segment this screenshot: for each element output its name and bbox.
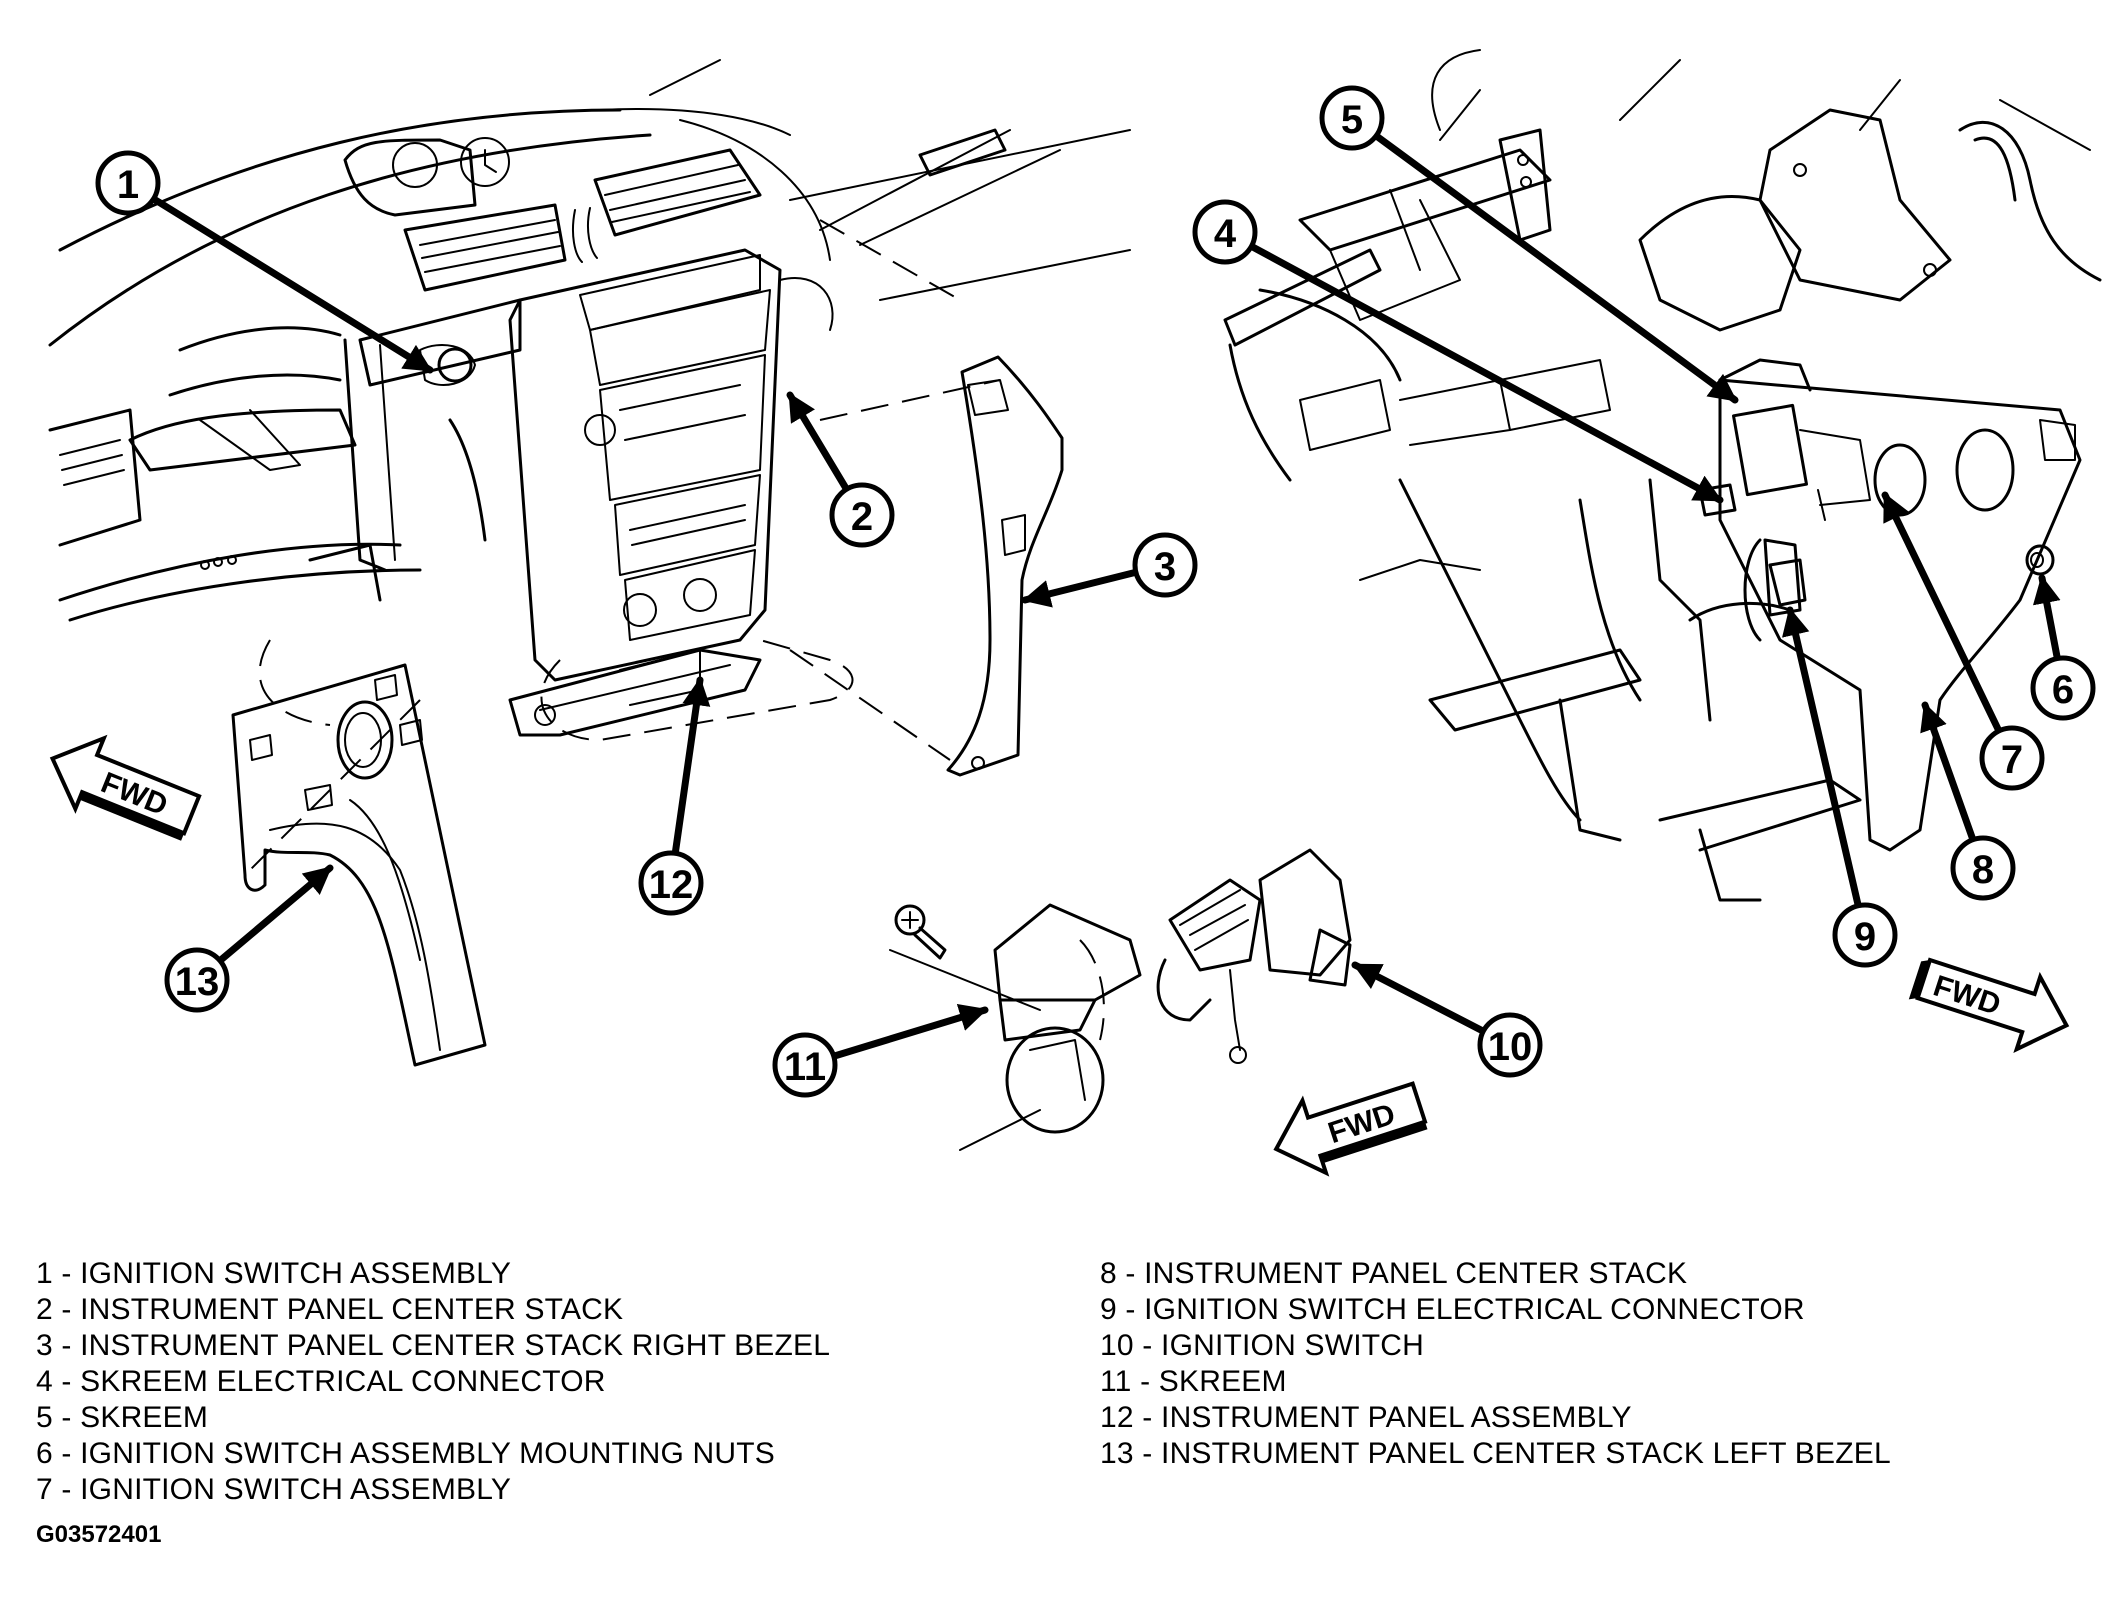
callout-circle xyxy=(772,1032,838,1098)
callout-12: 12INSTRUMENT PANEL ASSEMBLY xyxy=(638,676,711,916)
callout-number: 10 xyxy=(1488,1025,1533,1069)
callout-number: 13 xyxy=(175,960,220,1004)
callout-leader-arrow xyxy=(1372,132,1739,404)
callout-circle xyxy=(1832,902,1898,968)
callout-10: 10IGNITION SWITCH xyxy=(1351,961,1543,1078)
callout-leader-arrow xyxy=(2032,574,2061,663)
legend-item: 9 - IGNITION SWITCH ELECTRICAL CONNECTOR xyxy=(1100,1293,1805,1326)
callout-leader-arrow xyxy=(671,676,711,857)
callout-leader-arrow xyxy=(1920,701,1977,844)
callout-leader-arrow xyxy=(1021,568,1140,608)
callout-circle xyxy=(1950,835,2016,901)
legend-item: 5 - SKREEM xyxy=(36,1401,209,1434)
callout-circle xyxy=(1192,199,1258,265)
callout-circle xyxy=(2030,655,2096,721)
callout-circle xyxy=(1477,1012,1543,1078)
callout-leader-arrow xyxy=(150,195,434,374)
legend-item: 13 - INSTRUMENT PANEL CENTER STACK LEFT … xyxy=(1100,1437,1891,1470)
legend-item: 3 - INSTRUMENT PANEL CENTER STACK RIGHT … xyxy=(36,1329,831,1362)
callout-leader-arrow xyxy=(830,1003,989,1060)
callout-number: 1 xyxy=(117,163,139,207)
callout-1: 1IGNITION SWITCH ASSEMBLY xyxy=(95,150,434,374)
callout-7: 7IGNITION SWITCH ASSEMBLY xyxy=(1881,491,2045,791)
callout-circle xyxy=(1319,85,1385,151)
callout-circle xyxy=(1979,725,2045,791)
callout-leader-arrow xyxy=(1351,961,1487,1035)
callout-layer: 1IGNITION SWITCH ASSEMBLY 2INSTRUMENT PAN… xyxy=(95,85,2096,1098)
callout-number: 9 xyxy=(1854,915,1876,959)
callout-4: 4SKREEM ELECTRICAL CONNECTOR xyxy=(1192,199,1724,504)
callout-leader-arrow xyxy=(1881,491,2003,735)
fwd-arrow-right: FWD xyxy=(1908,957,2070,1053)
callout-circle xyxy=(95,150,161,216)
legend-item: 12 - INSTRUMENT PANEL ASSEMBLY xyxy=(1100,1401,1632,1434)
callout-11: 11SKREEM xyxy=(772,1003,989,1098)
legend-item: 2 - INSTRUMENT PANEL CENTER STACK xyxy=(36,1293,624,1326)
legend-item: 10 - IGNITION SWITCH xyxy=(1100,1329,1425,1362)
callout-number: 5 xyxy=(1341,98,1363,142)
callout-6: 6IGNITION SWITCH ASSEMBLY MOUNTING NUTS xyxy=(2030,574,2096,721)
center-stack-right-bezel xyxy=(946,355,1064,777)
callout-2: 2INSTRUMENT PANEL CENTER STACK xyxy=(786,391,895,548)
callout-circle xyxy=(829,482,895,548)
callout-circle xyxy=(164,947,230,1013)
callout-number: 8 xyxy=(1972,848,1994,892)
callout-leader-arrow xyxy=(786,391,851,493)
fwd-arrow-bottom: FWD xyxy=(1273,1081,1428,1177)
callout-9: 9IGNITION SWITCH ELECTRICAL CONNECTOR xyxy=(1782,606,1898,968)
under-dash-view xyxy=(1223,49,2102,902)
exploded-view-illustration: FWD FWD FWD 1IGNITION SWITCH ASSEMBLY 2IN… xyxy=(48,49,2102,1177)
instrument-panel-assembly-bracket xyxy=(508,648,762,737)
callout-3: 3INSTRUMENT PANEL CENTER STACK RIGHT BEZ… xyxy=(1021,532,1198,608)
legend-item: 11 - SKREEM xyxy=(1100,1365,1287,1398)
legend-item: 6 - IGNITION SWITCH ASSEMBLY MOUNTING NU… xyxy=(36,1437,776,1470)
callout-circle xyxy=(1132,532,1198,598)
center-stack-left-bezel xyxy=(231,663,487,1067)
legend-item: 4 - SKREEM ELECTRICAL CONNECTOR xyxy=(36,1365,606,1398)
callout-8: 8INSTRUMENT PANEL CENTER STACK xyxy=(1920,701,2016,901)
callout-number: 4 xyxy=(1214,212,1237,256)
callout-circle xyxy=(638,850,704,916)
callout-5: 5SKREEM xyxy=(1319,85,1739,404)
legend-item: 8 - INSTRUMENT PANEL CENTER STACK xyxy=(1100,1257,1688,1290)
callout-number: 7 xyxy=(2001,738,2023,782)
callout-number: 3 xyxy=(1154,545,1176,589)
callout-13: 13INSTRUMENT PANEL CENTER STACK LEFT BEZ… xyxy=(164,864,334,1013)
callout-number: 2 xyxy=(851,495,873,539)
callout-number: 12 xyxy=(649,863,694,907)
callout-leader-arrow xyxy=(1782,606,1862,910)
legend-item: 7 - IGNITION SWITCH ASSEMBLY xyxy=(36,1473,512,1506)
ignition-switch-exploded xyxy=(889,848,1352,1151)
figure-id: G03572401 xyxy=(36,1521,162,1548)
callout-number: 11 xyxy=(784,1045,826,1089)
callout-leader-arrow xyxy=(216,864,334,965)
callout-leader-arrow xyxy=(1247,242,1724,504)
dashboard-view xyxy=(48,59,1131,871)
legend-item: 1 - IGNITION SWITCH ASSEMBLY xyxy=(36,1257,512,1290)
callout-number: 6 xyxy=(2052,668,2074,712)
fwd-arrow-left: FWD xyxy=(49,734,202,841)
